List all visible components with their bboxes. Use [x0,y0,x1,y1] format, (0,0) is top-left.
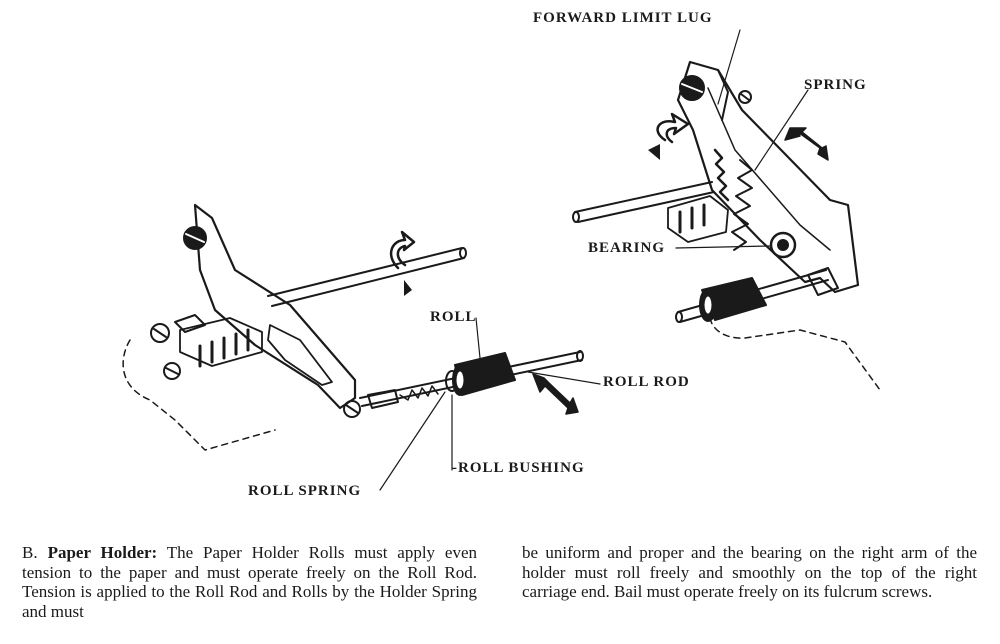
paper-holder-illustration [122,29,881,491]
right-spring [731,159,753,251]
body-text-left-column: B. Paper Holder: The Paper Holder Rolls m… [22,543,477,621]
right-movement-arrow-icon [784,127,829,161]
left-holder-arm [193,203,357,410]
label-roll-rod: ROLL ROD [603,374,690,390]
leader-lines [379,29,809,491]
label-forward-limit-lug: FORWARD LIMIT LUG [533,10,713,26]
left-rotate-arrow-icon [389,230,416,270]
body-text-right-column: be uniform and proper and the bearing on… [522,543,977,602]
right-holder-arm [676,60,860,294]
left-movement-arrow-icon [532,373,579,415]
label-bearing: BEARING [588,240,666,256]
right-holder-assembly [572,60,881,391]
body-text-left: The Paper Holder Rolls must apply even t… [22,543,477,621]
label-roll-bushing: -ROLL BUSHING [452,460,585,476]
section-number: B. [22,543,38,562]
section-title: Paper Holder: [47,543,158,562]
label-roll: ROLL [430,309,477,325]
label-roll-spring: ROLL SPRING [248,483,362,499]
left-holder-assembly [122,203,584,451]
body-text-right: be uniform and proper and the bearing on… [522,543,977,601]
right-rotate-arrow-icon [656,112,690,144]
label-spring: SPRING [804,77,867,93]
left-upper-rod [267,247,465,307]
right-upper-rod [574,181,715,223]
